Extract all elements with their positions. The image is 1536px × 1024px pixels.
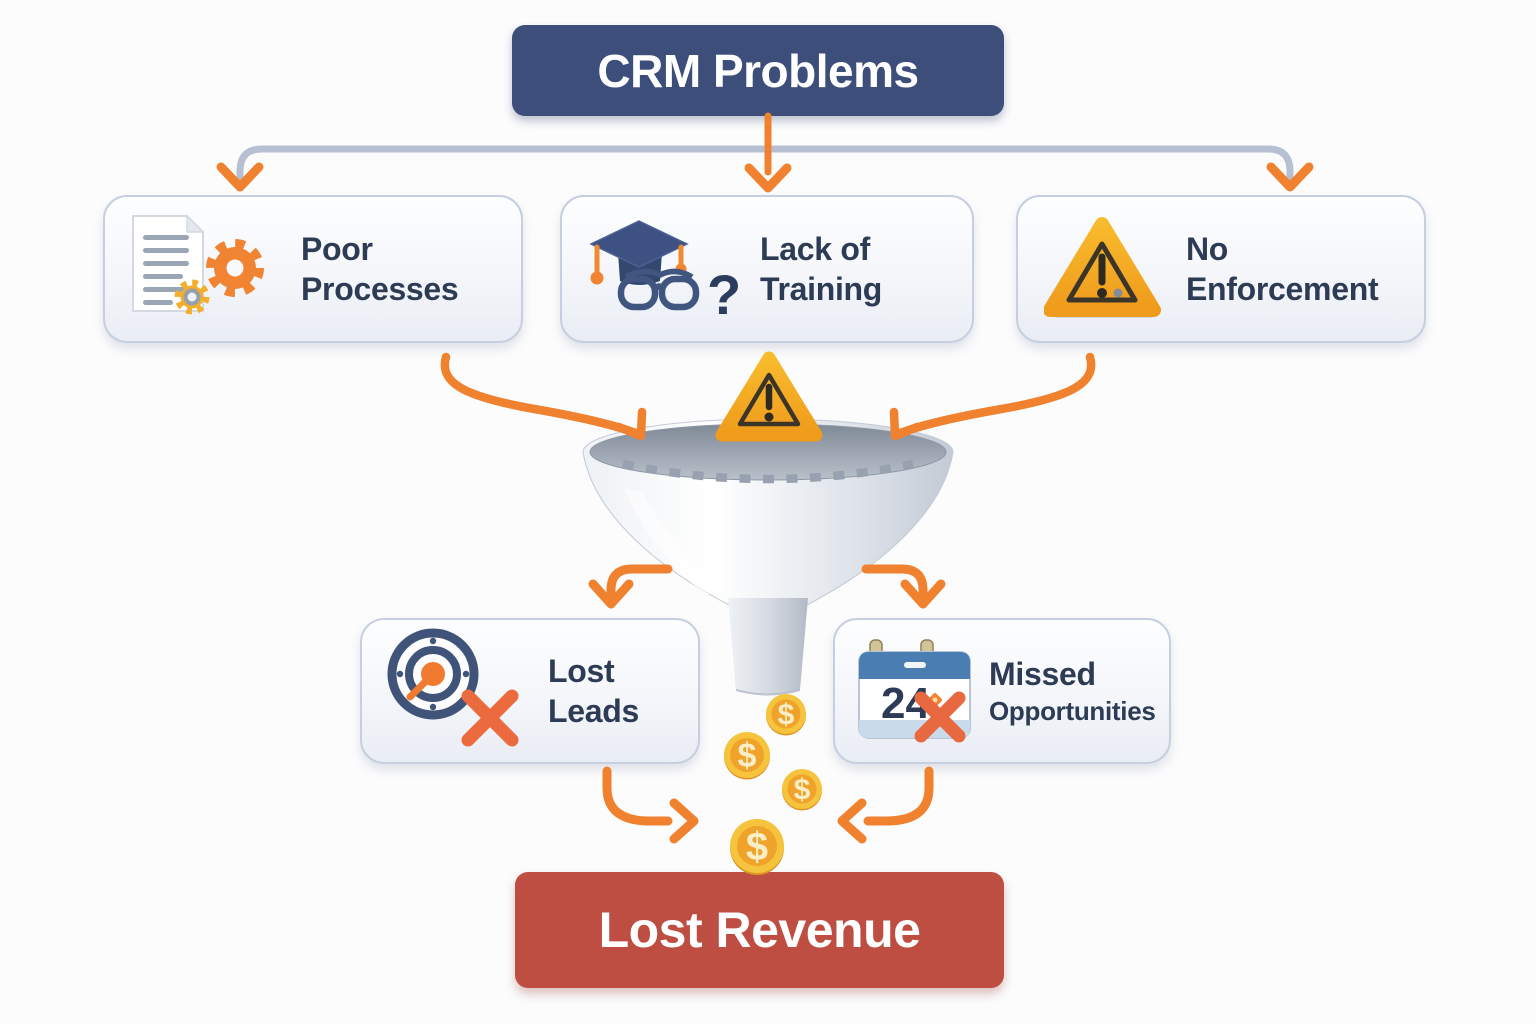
graduation-cap-icon [589,220,689,285]
funnel-inflow-arrows [440,352,1096,441]
outcome-label: Lost Leads [548,653,639,729]
svg-text:$: $ [794,774,811,807]
arrowhead-left-inflow [614,407,647,441]
funnel-outflow-arrows [588,564,946,609]
document-lines [143,235,189,305]
question-mark-glyph: ? [707,263,740,323]
target-crossed-icon [387,628,519,747]
warning-triangle-icon [1044,217,1161,318]
dollar-coin-icon: $ [730,819,784,875]
problem-box-lack-of-training: ? Lack of Training [560,195,974,343]
x-mark-icon [461,689,519,747]
yellow-gear-icon [174,279,210,315]
arrowhead-to-missed [900,579,946,609]
outcome-label: Missed Opportunities [989,656,1156,726]
arrow-funnel-to-leads [606,564,673,599]
problem-box-no-enforcement: No Enforcement [1016,195,1426,343]
outcome-box-missed-opportunities: 24 Missed Opportunities [833,618,1171,764]
problem-label: Lack of Training [760,231,883,307]
crm-problems-title: CRM Problems [597,44,919,97]
arrow-poor-to-funnel [440,352,643,439]
document-gears-icon [132,214,264,315]
arrow-enforce-to-funnel [893,352,1096,439]
top-connector-lines [216,112,1314,193]
crm-problems-box: CRM Problems [512,25,1004,116]
calendar-crossed-icon: 24 [858,639,971,743]
problem-box-poor-processes: Poor Processes [103,195,523,343]
arrowhead-down-left [216,162,264,192]
shield-dot-icon [1113,288,1123,298]
svg-text:$: $ [738,737,757,775]
arrowhead-right-inflow [889,407,922,441]
revenue-converge-arrows [602,766,934,844]
funnel-warning-triangle-icon [715,351,823,442]
funnel-dashed-line [622,459,914,484]
lost-revenue-box: Lost Revenue [515,872,1004,988]
arrow-missed-to-revenue [863,766,934,826]
arrowhead-right [669,798,699,844]
dollar-coin-icon: $ [724,732,770,780]
target-tick-dots [396,637,470,711]
svg-text:$: $ [746,825,768,869]
orange-gear-icon [206,239,264,297]
dollar-coin-icon: $ [782,769,822,811]
problem-label: No Enforcement [1186,231,1379,307]
glasses-icon [617,268,700,311]
arrowhead-down-middle [744,163,792,193]
falling-coins: $ $ $ $ [724,694,822,875]
arrow-leads-to-revenue [602,766,673,826]
arrowhead-down-right [1266,162,1314,192]
arrowhead-to-leads [588,579,634,609]
svg-text:$: $ [778,699,795,732]
graduation-cap-question-icon: ? [589,220,740,323]
arrow-funnel-to-missed [861,564,928,599]
outcome-box-lost-leads: Lost Leads [360,618,700,764]
lost-revenue-title: Lost Revenue [598,902,921,958]
problem-label: Poor Processes [301,231,459,307]
dollar-coin-icon: $ [766,694,806,736]
arrowhead-left [837,798,867,844]
x-mark-icon [914,691,966,743]
